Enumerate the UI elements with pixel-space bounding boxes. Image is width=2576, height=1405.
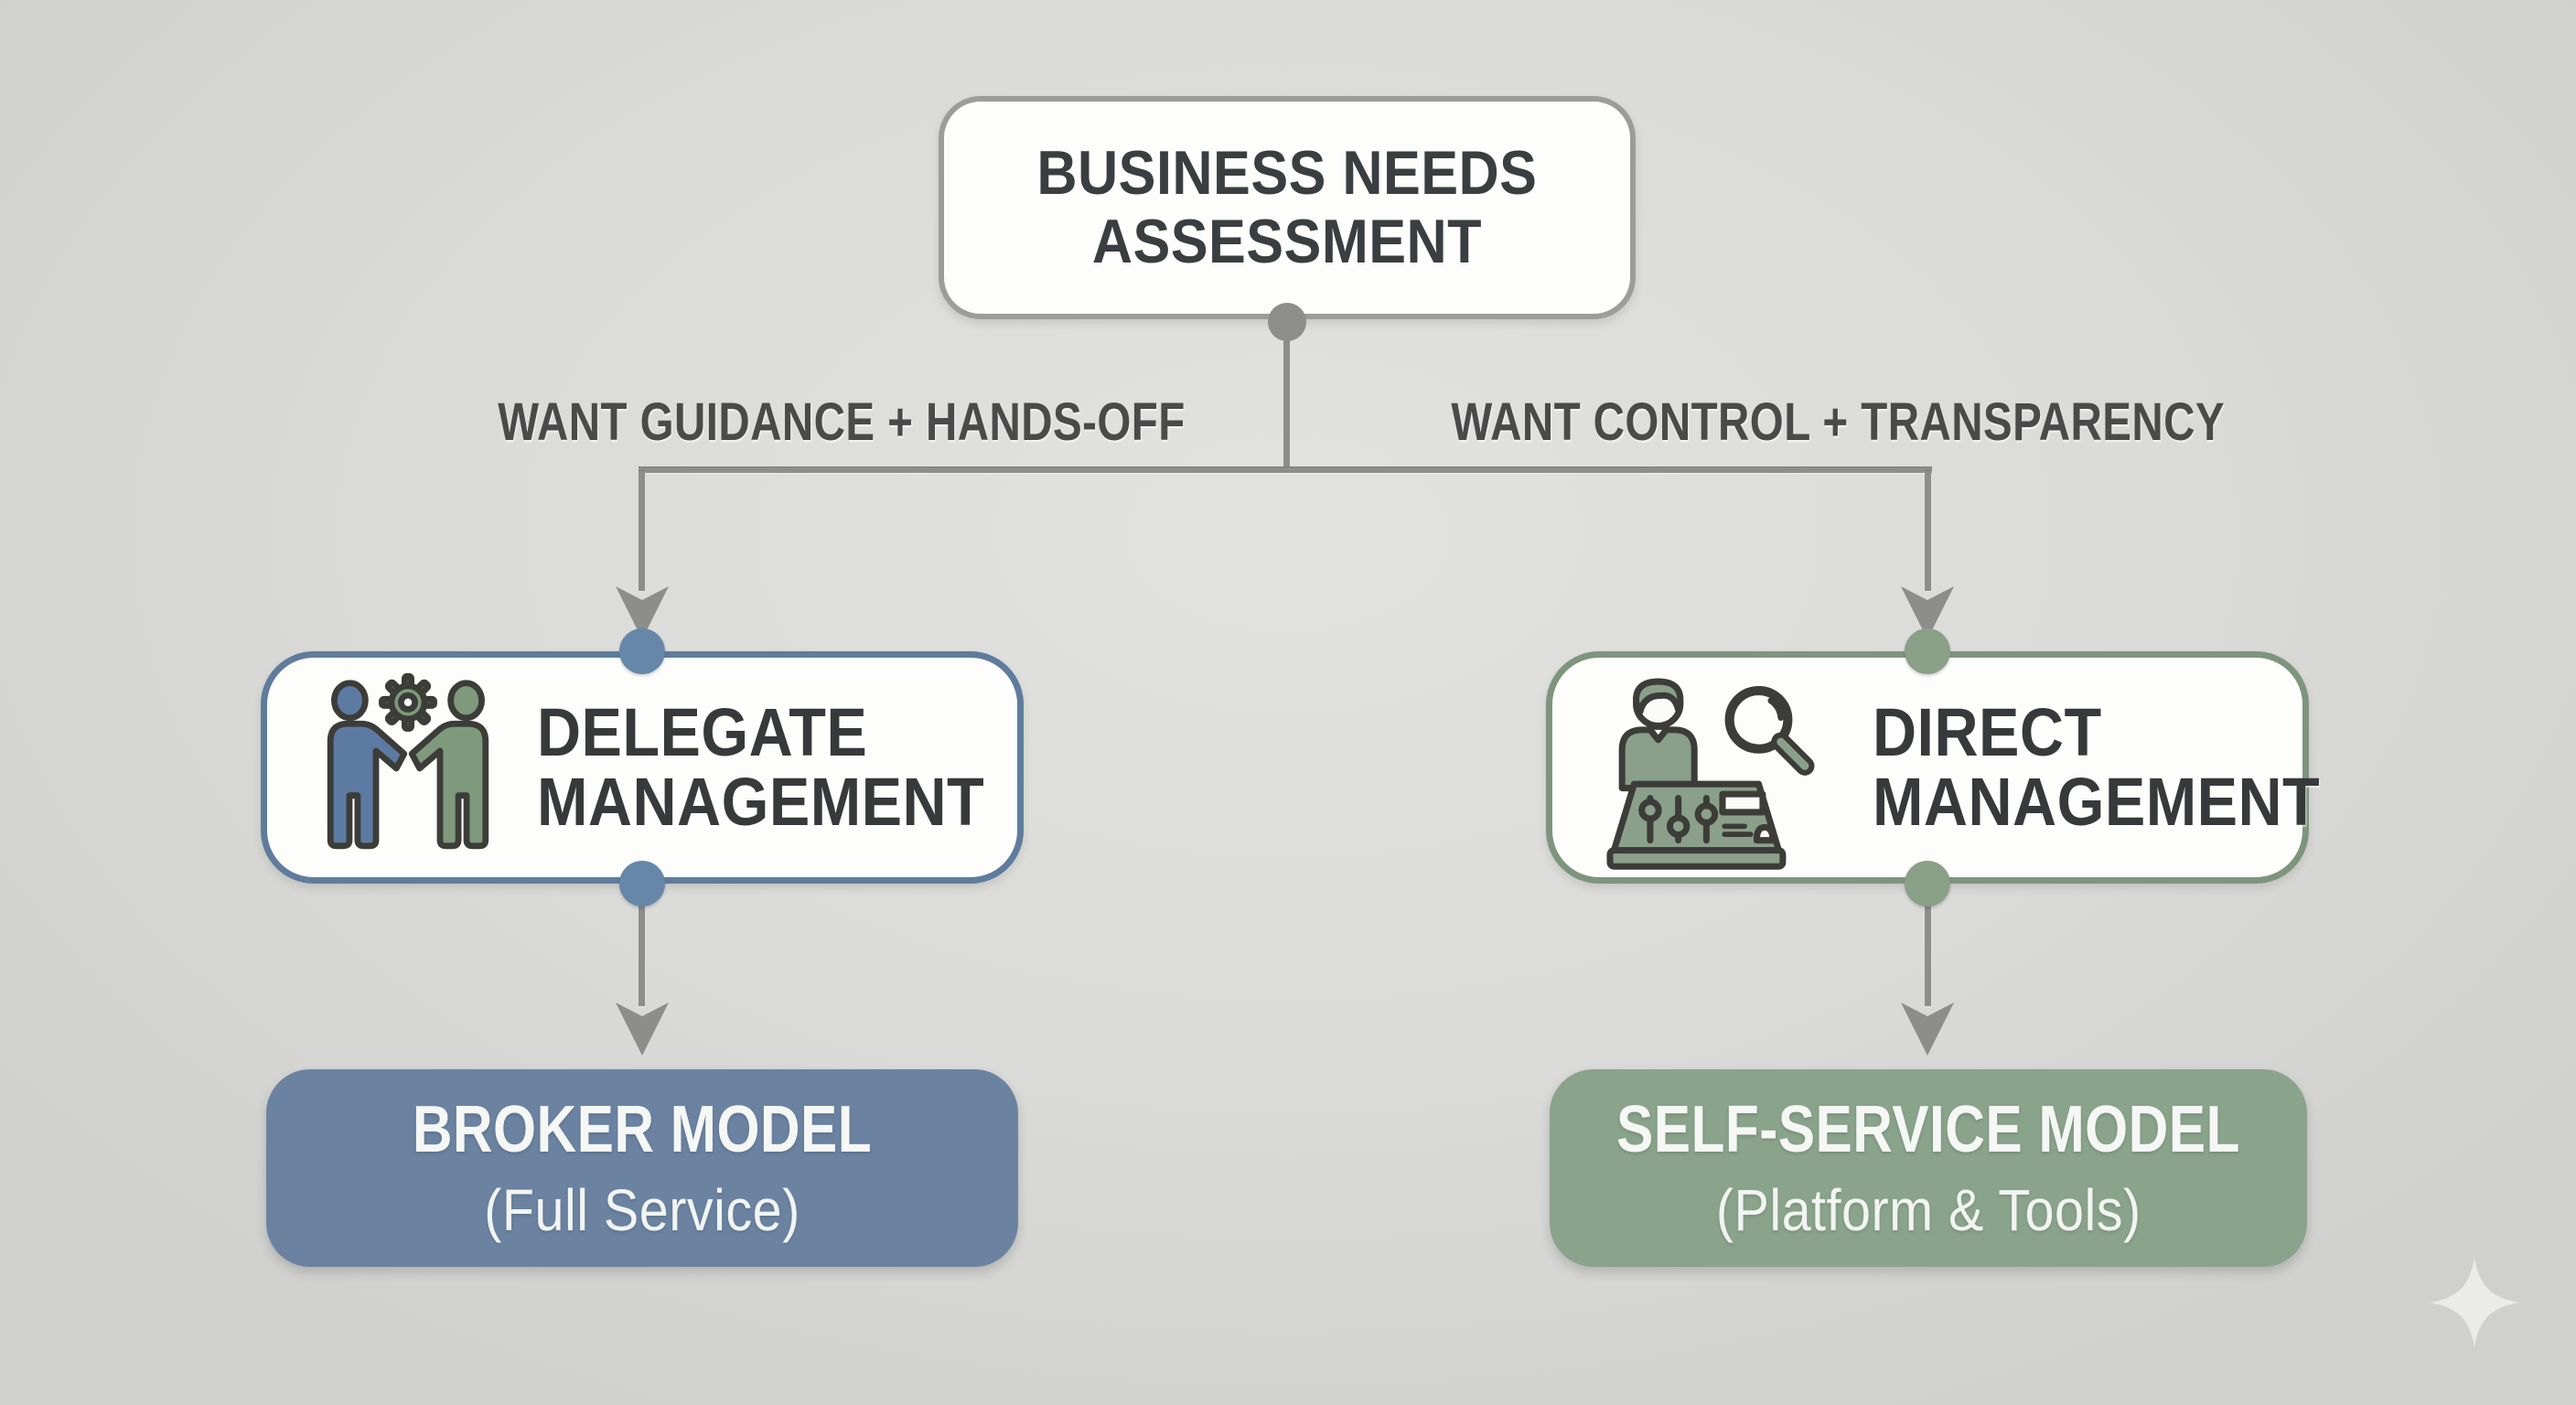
connector-right-branch — [1925, 470, 1931, 591]
node-broker-model: BROKER MODEL (Full Service) — [266, 1069, 1018, 1267]
branch-label-left: WANT GUIDANCE + HANDS-OFF — [498, 392, 1186, 452]
root-node-title: BUSINESS NEEDS ASSESSMENT — [1036, 138, 1538, 276]
person-control-panel-magnifier-icon — [1606, 678, 1815, 870]
arrow-down-icon — [1901, 1003, 1954, 1056]
node-self-service-model: SELF-SERVICE MODEL (Platform & Tools) — [1550, 1069, 2307, 1267]
node-delegate-management: DELEGATE MANAGEMENT — [261, 651, 1024, 884]
connector-dot — [1905, 628, 1950, 674]
arrow-down-icon — [1901, 586, 1954, 639]
connector-horizontal-bar — [639, 467, 1932, 473]
node-direct-management: DIRECT MANAGEMENT — [1546, 651, 2320, 884]
direct-node-title: DIRECT MANAGEMENT — [1873, 693, 2321, 840]
broker-model-subtitle: (Full Service) — [484, 1177, 800, 1243]
node-business-needs-assessment: BUSINESS NEEDS ASSESSMENT — [939, 96, 1636, 319]
sparkle-icon — [2430, 1258, 2519, 1347]
broker-model-title: BROKER MODEL — [412, 1093, 873, 1166]
connector-dot — [619, 861, 665, 906]
arrow-down-icon — [616, 1003, 669, 1056]
self-service-model-subtitle: (Platform & Tools) — [1715, 1177, 2141, 1243]
delegate-node-title: DELEGATE MANAGEMENT — [537, 693, 985, 840]
arrow-down-icon — [616, 586, 669, 639]
connector-root-stem — [1283, 320, 1290, 470]
connector-direct-to-selfservice — [1925, 892, 1931, 1006]
branch-label-right: WANT CONTROL + TRANSPARENCY — [1451, 392, 2225, 452]
connector-dot — [1268, 303, 1306, 341]
connector-dot — [1905, 861, 1950, 906]
connector-dot — [619, 628, 665, 674]
connector-left-branch — [639, 470, 645, 591]
self-service-model-title: SELF-SERVICE MODEL — [1616, 1093, 2240, 1166]
connector-delegate-to-broker — [639, 892, 645, 1006]
handshake-gear-icon — [327, 672, 489, 850]
